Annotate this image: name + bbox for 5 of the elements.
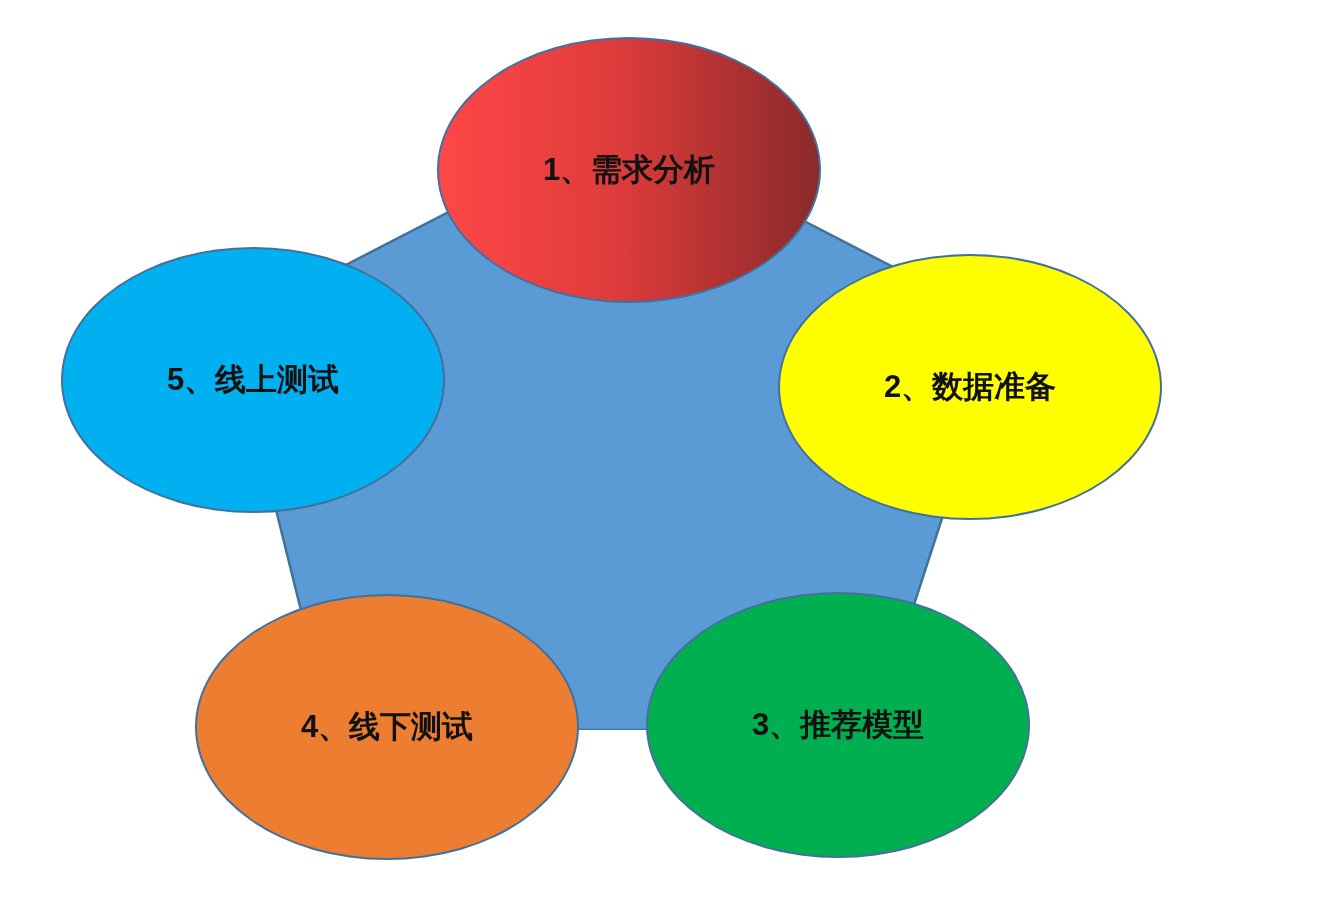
stage-label: 2、数据准备 [883, 368, 1057, 406]
stage-label: 4、线下测试 [300, 708, 474, 746]
stage-label: 5、线上测试 [166, 361, 340, 399]
stage-label: 1、需求分析 [542, 151, 716, 189]
stage-label: 3、推荐模型 [751, 706, 925, 744]
